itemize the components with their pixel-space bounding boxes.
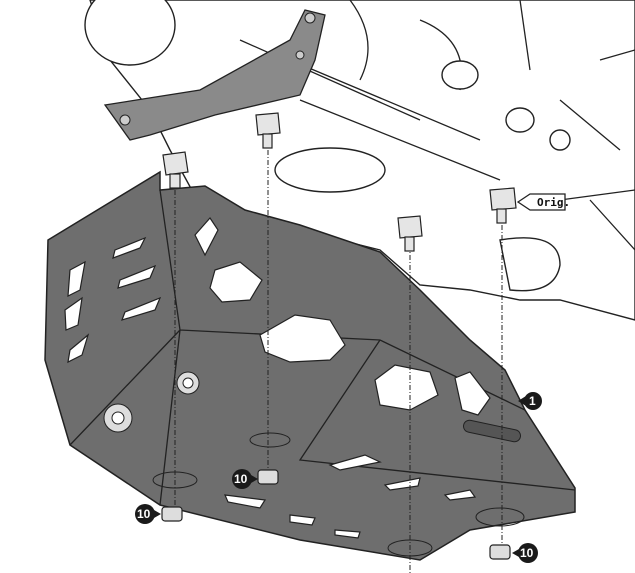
svg-text:1: 1 xyxy=(529,394,536,408)
callout-nut-10-a: 10 xyxy=(135,504,161,524)
skid-plate xyxy=(44,170,576,561)
svg-text:10: 10 xyxy=(234,472,248,486)
spacers xyxy=(162,112,517,252)
svg-text:10: 10 xyxy=(520,546,534,560)
callout-nut-10-c: 10 xyxy=(512,543,538,563)
mounting-axes xyxy=(174,140,503,573)
mounting-bracket xyxy=(103,9,326,141)
callout-part-1: 1 xyxy=(518,392,542,410)
callout-nut-10-b: 10 xyxy=(232,469,258,489)
svg-text:Orig.: Orig. xyxy=(537,196,570,209)
orig-label: Orig. xyxy=(516,193,570,211)
svg-text:10: 10 xyxy=(137,507,151,521)
flange-nuts xyxy=(161,469,511,560)
